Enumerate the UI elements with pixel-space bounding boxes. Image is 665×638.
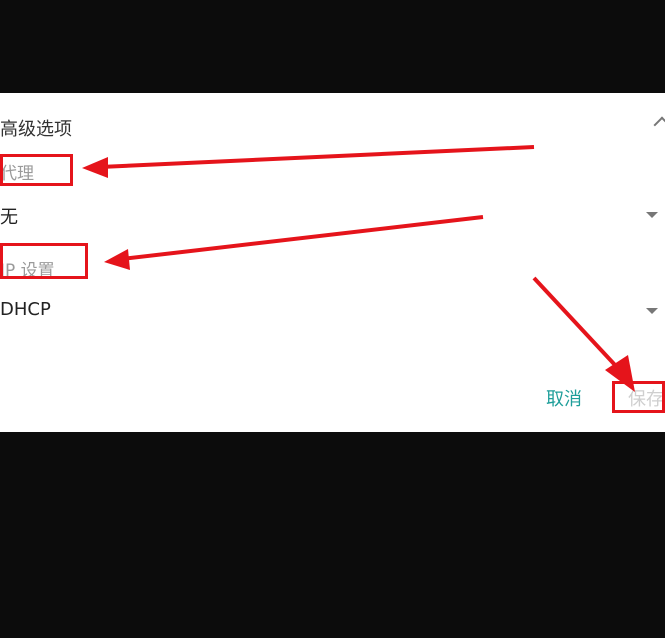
proxy-value: 无 [0,207,18,228]
dropdown-arrow-icon [646,212,658,218]
annotation-box-save [612,381,665,413]
dropdown-arrow-icon [646,308,658,314]
ip-settings-dropdown[interactable]: DHCP [0,289,665,329]
proxy-dropdown[interactable]: 无 [0,193,665,233]
annotation-box-ip-settings [0,243,88,279]
proxy-label: 代理 [0,164,34,184]
section-title: 高级选项 [0,119,72,140]
cancel-button[interactable]: 取消 [546,389,582,410]
annotation-box-proxy [0,154,73,186]
save-button[interactable]: 保存 [628,389,664,410]
ip-settings-value: DHCP [0,299,51,320]
